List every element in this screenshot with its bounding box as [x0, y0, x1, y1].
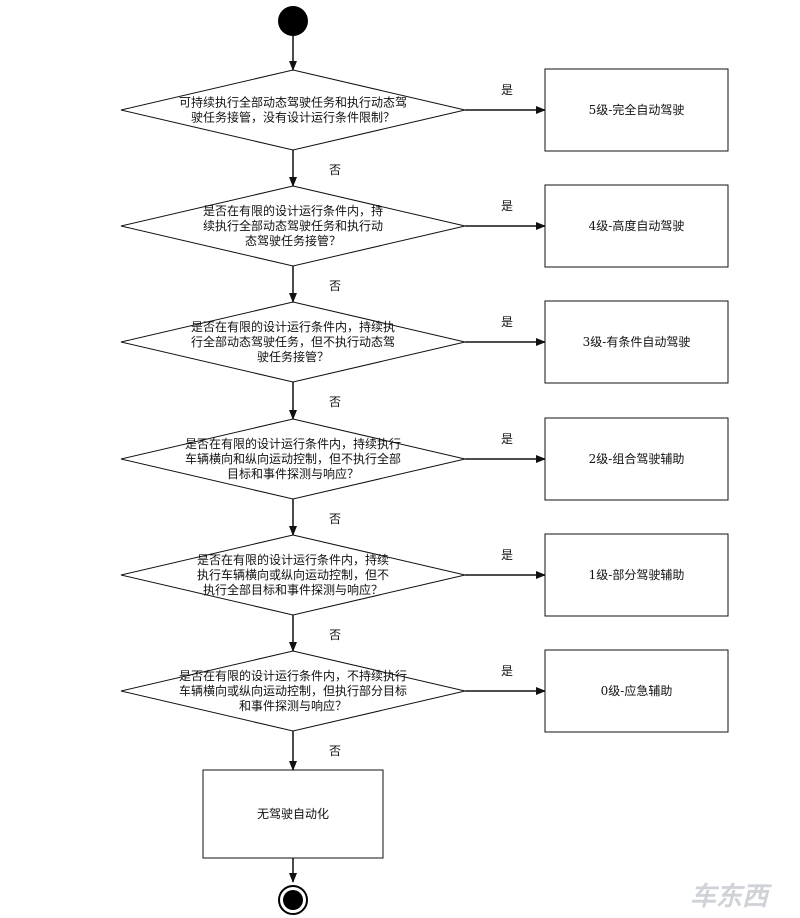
- watermark-logo: 车东西: [690, 882, 773, 912]
- no-label: 否: [329, 628, 341, 642]
- result-box-label: 0级-应急辅助: [601, 683, 673, 698]
- result-box: [544, 184, 729, 268]
- yes-label: 是: [501, 199, 513, 213]
- result-box-label: 1级-部分驾驶辅助: [589, 567, 685, 582]
- yes-label: 是: [501, 548, 513, 562]
- decision-question-line: 车辆横向和纵向运动控制，但不执行全部: [185, 451, 401, 466]
- decision-question-line: 是否在有限的设计运行条件内，持续执: [191, 319, 395, 334]
- yes-label: 是: [501, 83, 513, 97]
- no-label: 否: [329, 512, 341, 526]
- result-box: [544, 300, 729, 384]
- result-box-label: 2级-组合驾驶辅助: [589, 451, 685, 466]
- decision-question-line: 驶任务接管，没有设计运行条件限制？: [191, 110, 395, 125]
- decision-question-line: 是否在有限的设计运行条件内，持续: [197, 552, 389, 567]
- start-node: [278, 6, 308, 36]
- final-box-label: 无驾驶自动化: [257, 806, 329, 821]
- yes-label: 是: [501, 432, 513, 446]
- result-box: [544, 533, 729, 617]
- decision-question-line: 是否在有限的设计运行条件内，持续执行: [185, 436, 401, 451]
- result-box: [544, 68, 729, 152]
- decision-question-line: 是否在有限的设计运行条件内，不持续执行: [179, 668, 407, 683]
- decision-question-line: 是否在有限的设计运行条件内，持: [203, 203, 383, 218]
- decision-question-line: 执行车辆横向或纵向运动控制，但不: [197, 567, 389, 582]
- decision-question-line: 目标和事件探测与响应？: [227, 466, 359, 481]
- decision-question-line: 车辆横向或纵向运动控制，但执行部分目标: [179, 683, 407, 698]
- decision-question-line: 和事件探测与响应？: [239, 698, 347, 713]
- final-box: [202, 769, 384, 859]
- decision-question-line: 行全部动态驾驶任务，但不执行动态驾: [191, 334, 395, 349]
- yes-label: 是: [501, 315, 513, 329]
- yes-label: 是: [501, 664, 513, 678]
- no-label: 否: [329, 744, 341, 758]
- no-label: 否: [329, 163, 341, 177]
- result-box-label: 3级-有条件自动驾驶: [583, 334, 691, 349]
- end-node-inner: [283, 890, 303, 910]
- no-label: 否: [329, 395, 341, 409]
- decision-question-line: 执行全部目标和事件探测与响应？: [203, 582, 383, 597]
- result-box: [544, 649, 729, 733]
- decision-question-line: 态驾驶任务接管？: [245, 233, 341, 248]
- result-box: [544, 417, 729, 501]
- no-label: 否: [329, 279, 341, 293]
- result-box-label: 5级-完全自动驾驶: [589, 102, 685, 117]
- decision-question-line: 驶任务接管？: [257, 349, 329, 364]
- decision-question-line: 续执行全部动态驾驶任务和执行动: [203, 218, 383, 233]
- decision-question-line: 可持续执行全部动态驾驶任务和执行动态驾: [179, 95, 407, 110]
- result-box-label: 4级-高度自动驾驶: [589, 218, 685, 233]
